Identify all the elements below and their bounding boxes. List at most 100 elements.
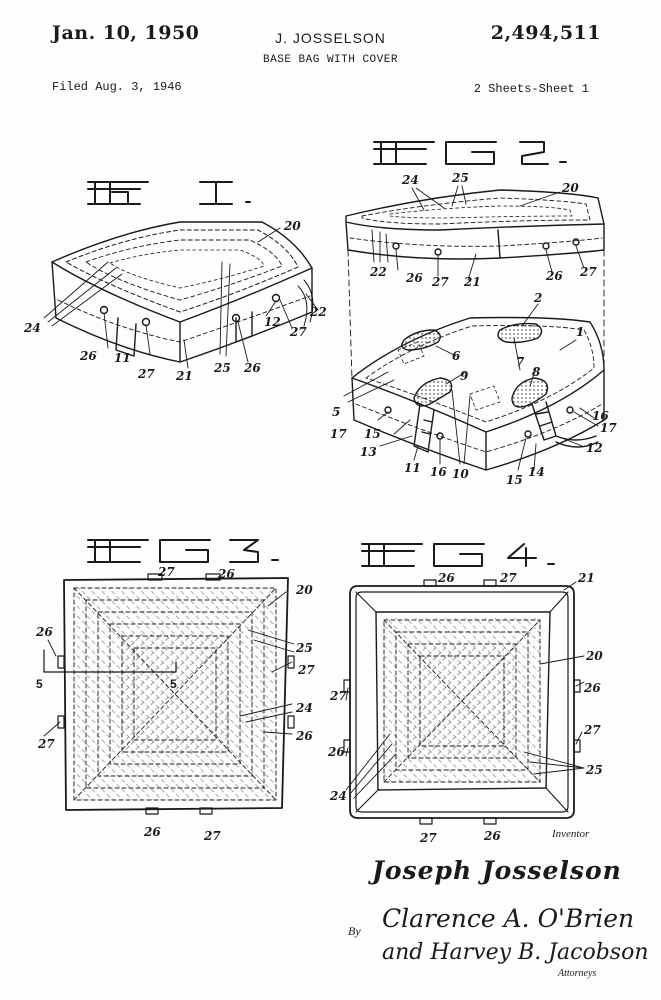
fig2-cover-top-stitch [361, 197, 591, 225]
patent-number: 2,494,511 [490, 22, 601, 44]
section-mark: 5 [170, 677, 177, 691]
figure-4: 26 27 21 20 26 27 27 26 25 24 27 26 [327, 543, 603, 845]
ref-label: 11 [114, 351, 131, 365]
ref-label: 11 [404, 461, 421, 475]
ref-label: 20 [283, 219, 301, 233]
fig2-strap-right [531, 401, 557, 441]
ref-label: 26 [405, 271, 423, 285]
fig2-bag-grommet-3 [524, 430, 532, 438]
fig1-caption-glyph [87, 181, 251, 205]
fig1-side-stitch [57, 295, 311, 343]
ref-label: 12 [264, 315, 281, 329]
ref-label: 27 [157, 565, 175, 579]
ref-label: 10 [452, 467, 469, 481]
sheet-count: 2 Sheets-Sheet 1 [473, 82, 589, 96]
ref-label: 27 [297, 663, 315, 677]
fig2-cover-grommet-1 [392, 242, 400, 250]
ref-label: 27 [579, 265, 597, 279]
ref-label: 24 [401, 173, 419, 187]
fig4-leaders [345, 581, 585, 799]
ref-label: 21 [175, 369, 193, 383]
ref-label: 21 [463, 275, 481, 289]
by-label: By [348, 924, 361, 938]
ref-label: 2 [533, 291, 542, 305]
fig4-caption-glyph [361, 543, 555, 567]
fig2-cover-corner [497, 229, 501, 259]
fig4-outer [349, 585, 575, 819]
fig1-inner-border-2 [85, 239, 283, 301]
ref-label: 17 [600, 421, 617, 435]
ref-label: 25 [213, 361, 231, 375]
fig1-strap-right [235, 311, 253, 343]
ref-label: 21 [577, 571, 595, 585]
fig1-leaders [43, 227, 319, 369]
fig4-bevels [355, 591, 569, 813]
patent-date: Jan. 10, 1950 [52, 22, 200, 44]
fig1-cords [297, 279, 314, 327]
fig4-tabs [343, 579, 581, 825]
ref-label: 24 [329, 789, 347, 803]
fig2-cover-side-stitch [349, 237, 603, 247]
fig1-top-face [51, 221, 313, 323]
ref-label: 20 [585, 649, 603, 663]
inventor-caption: Inventor [552, 828, 590, 840]
ref-label: 27 [329, 689, 347, 703]
ref-label: 15 [364, 427, 381, 441]
ref-label: 26 [35, 625, 53, 639]
fig2-handle-left [401, 329, 441, 351]
fig2-bag-top-stitch [365, 325, 595, 423]
fig1-grommet-2 [141, 317, 151, 327]
fig2-handle-right [497, 322, 543, 344]
ref-label: 20 [295, 583, 313, 597]
ref-label: 22 [369, 265, 387, 279]
ref-label: 5 [332, 405, 340, 419]
ref-label: 26 [143, 825, 161, 839]
ref-label: 9 [460, 369, 469, 383]
fig2-bag-side-stitch [355, 403, 603, 453]
ref-label: 13 [360, 445, 377, 459]
ref-label: 26 [583, 681, 601, 695]
ref-label: 25 [451, 171, 469, 185]
fig3-caption-glyph [87, 539, 279, 563]
fig2-leaders [343, 185, 599, 471]
ref-label: 26 [295, 729, 313, 743]
ref-label: 24 [295, 701, 313, 715]
fig3-diagonals [73, 587, 277, 801]
ref-label: 26 [243, 361, 261, 375]
fig2-handle-loop-left [413, 377, 453, 407]
ref-label: 7 [516, 355, 525, 369]
ref-label: 27 [203, 829, 221, 843]
ref-label: 16 [430, 465, 447, 479]
fig2-cover-grommet-3 [542, 242, 550, 250]
fig1-grommet-4 [271, 293, 281, 303]
figure-3: 27 26 20 26 5 5 25 27 24 27 26 26 27 [35, 539, 315, 843]
fig2-strap-band-right [555, 435, 599, 448]
attorney-signature-2: and Harvey B. Jacobson [382, 940, 649, 965]
section-mark: 5 [36, 677, 43, 691]
fig3-section-line [43, 649, 177, 673]
fig1-inner-border [65, 229, 299, 313]
fig4-diagonals [383, 619, 541, 783]
ref-label: 15 [506, 473, 523, 487]
ref-label: 25 [295, 641, 313, 655]
fig3-stitch-squares [73, 587, 277, 801]
fig4-stitch-squares [383, 619, 541, 783]
ref-label: 25 [585, 763, 603, 777]
ref-label: 27 [289, 325, 307, 339]
ref-label: 22 [309, 305, 327, 319]
ref-label: 20 [561, 181, 579, 195]
fig1-grommet-3 [231, 313, 241, 323]
ref-label: 27 [431, 275, 449, 289]
figure-2: 24 25 20 22 26 27 21 26 27 2 1 6 7 8 9 5… [330, 141, 617, 487]
figure-1: 20 24 26 11 27 21 25 26 12 27 22 [23, 181, 327, 383]
ref-label: 14 [528, 465, 545, 479]
ref-label: 27 [499, 571, 517, 585]
fig3-ref-labels: 27 26 20 26 5 5 25 27 24 27 26 26 27 [35, 565, 315, 843]
ref-label: 27 [137, 367, 155, 381]
fig2-strap-left [413, 403, 435, 453]
ref-label: 24 [23, 321, 41, 335]
filed-date: Filed Aug. 3, 1946 [52, 80, 182, 94]
fig2-bag-side [351, 369, 605, 471]
fig2-bag-grommet-1 [384, 406, 392, 414]
